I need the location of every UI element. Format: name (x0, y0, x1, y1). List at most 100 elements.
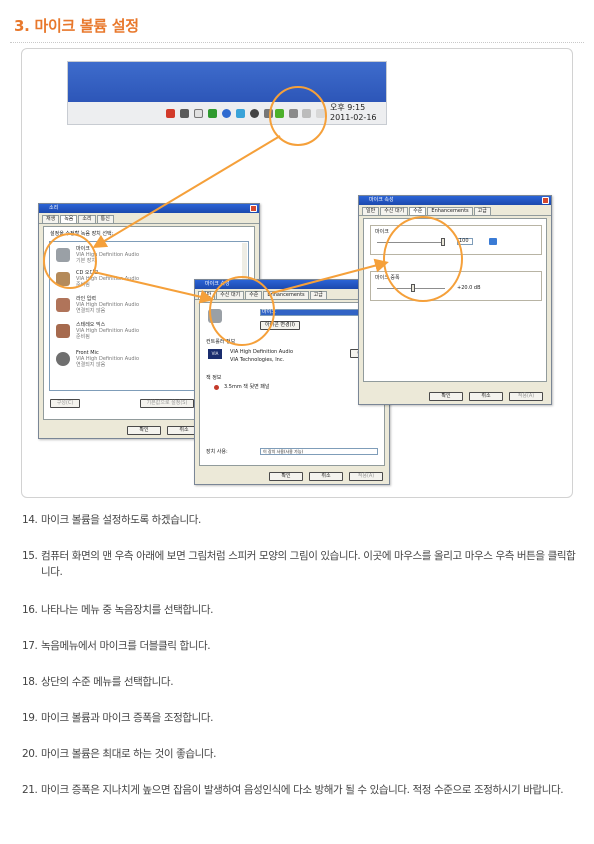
sound-window-tabs: 재생 녹음 소리 통신 (39, 213, 259, 224)
levels-window-tabs: 일반 수신 대기 수준 Enhancements 고급 (359, 205, 551, 216)
screenshot-figure: 오후 9:15 2011-02-16 소리 재생 녹음 소리 통신 설정을 수정… (21, 48, 573, 498)
levels-window: 마이크 속성 일반 수신 대기 수준 Enhancements 고급 마이크 1… (358, 195, 552, 405)
mic-level-thumb[interactable] (441, 238, 445, 246)
step-item: 19.마이크 볼륨과 마이크 증폭을 조정합니다. (22, 710, 578, 746)
step-text: 마이크 볼륨을 설정하도록 하겠습니다. (41, 514, 201, 526)
mic-boost-thumb[interactable] (411, 284, 415, 292)
controller-group-label: 컨트롤러 정보 (206, 339, 236, 345)
device-name[interactable]: 라인 입력 (76, 296, 96, 302)
step-number: 14. (22, 514, 38, 526)
instruction-steps: 14.마이크 볼륨을 설정하도록 하겠습니다. 15.컴퓨터 화면의 맨 우측 … (22, 512, 578, 798)
tray-device-icon[interactable] (264, 109, 273, 118)
taskbar: 오후 9:15 2011-02-16 (67, 61, 387, 125)
tray-media-icon[interactable] (180, 109, 189, 118)
step-item: 15.컴퓨터 화면의 맨 우측 아래에 보면 그림처럼 스피커 모양의 그림이 … (22, 548, 578, 602)
device-status: 연결되지 않음 (76, 362, 106, 368)
cancel-button[interactable]: 취소 (309, 472, 343, 481)
mic-level-label: 마이크 (375, 229, 389, 235)
tab-general[interactable]: 일반 (362, 207, 380, 215)
tray-green-icon[interactable] (208, 109, 217, 118)
taskbar-clock[interactable]: 오후 9:15 2011-02-16 (330, 103, 377, 123)
tray-app-icon[interactable] (275, 109, 284, 118)
device-desc: VIA High Definition Audio (76, 356, 139, 362)
tab-listen[interactable]: 수신 대기 (380, 207, 409, 215)
clock-date: 2011-02-16 (330, 113, 377, 122)
step-item: 16.나타나는 메뉴 중 녹음장치를 선택합니다. (22, 602, 578, 638)
step-item: 14.마이크 볼륨을 설정하도록 하겠습니다. (22, 512, 578, 548)
speaker-icon[interactable] (302, 109, 311, 118)
ok-button[interactable]: 확인 (429, 392, 463, 401)
step-number: 18. (22, 676, 38, 688)
tab-enhancements[interactable]: Enhancements (263, 291, 309, 299)
tray-action-center-icon[interactable] (316, 109, 325, 118)
tab-advanced[interactable]: 고급 (309, 291, 327, 299)
mic-boost-group: 마이크 증폭 +20.0 dB (370, 271, 542, 301)
tray-document-icon[interactable] (194, 109, 203, 118)
controller-name: VIA High Definition Audio (230, 349, 293, 355)
step-number: 17. (22, 640, 38, 652)
sound-window-title: 소리 (49, 205, 59, 211)
mic-boost-value: +20.0 dB (457, 285, 481, 291)
tab-general[interactable]: 일반 (198, 291, 216, 299)
tab-recording[interactable]: 녹음 (60, 215, 78, 223)
step-text: 컴퓨터 화면의 맨 우측 아래에 보면 그림처럼 스피커 모양의 그림이 있습니… (41, 550, 576, 578)
mic-level-track[interactable] (377, 242, 445, 244)
tray-network-icon[interactable] (222, 109, 231, 118)
device-usage-label: 장치 사용: (206, 449, 228, 455)
device-status: 준비됨 (76, 334, 90, 340)
close-icon[interactable] (250, 205, 257, 212)
close-icon[interactable] (542, 197, 549, 204)
microphone-icon (56, 248, 70, 262)
tray-update-icon[interactable] (236, 109, 245, 118)
ok-button[interactable]: 확인 (269, 472, 303, 481)
device-desc: VIA High Definition Audio (76, 302, 139, 308)
controller-vendor: VIA Technologies, Inc. (230, 357, 285, 363)
apply-button[interactable]: 적용(A) (509, 392, 543, 401)
step-text: 녹음메뉴에서 마이크를 더블클릭 합니다. (41, 640, 211, 652)
levels-panel: 마이크 100 마이크 증폭 +20.0 dB (363, 218, 547, 382)
device-desc: VIA High Definition Audio (76, 328, 139, 334)
ok-button[interactable]: 확인 (127, 426, 161, 435)
tray-flag-icon[interactable] (166, 109, 175, 118)
step-number: 20. (22, 748, 38, 760)
speaker-icon[interactable] (489, 238, 497, 245)
levels-window-titlebar: 마이크 속성 (359, 196, 551, 205)
tray-printer-icon[interactable] (289, 109, 298, 118)
set-default-button[interactable]: 기본값으로 설정(S) (140, 399, 194, 408)
jack-group-label: 잭 정보 (206, 375, 222, 381)
page-title: 3. 마이크 볼륨 설정 (14, 17, 139, 35)
tab-sounds[interactable]: 소리 (78, 215, 96, 223)
mic-level-value[interactable]: 100 (457, 238, 473, 245)
microphone-icon (208, 309, 222, 323)
tab-enhancements[interactable]: Enhancements (427, 207, 473, 215)
change-icon-button[interactable]: 아이콘 변경(I) (260, 321, 300, 330)
tab-advanced[interactable]: 고급 (473, 207, 491, 215)
cancel-button[interactable]: 취소 (469, 392, 503, 401)
step-item: 17.녹음메뉴에서 마이크를 더블클릭 합니다. (22, 638, 578, 674)
step-text: 마이크 증폭은 지나치게 높으면 잡음이 발생하여 음성인식에 다소 방해가 될… (41, 784, 564, 796)
step-text: 나타나는 메뉴 중 녹음장치를 선택합니다. (41, 604, 214, 616)
tab-levels[interactable]: 수준 (245, 291, 263, 299)
via-logo-text: VIA (211, 351, 219, 356)
step-number: 19. (22, 712, 38, 724)
mic-level-group: 마이크 100 (370, 225, 542, 255)
device-name[interactable]: 스테레오 믹스 (76, 322, 106, 328)
configure-button[interactable]: 구성(C) (50, 399, 80, 408)
mic-properties-title: 마이크 속성 (205, 281, 230, 287)
tab-levels[interactable]: 수준 (409, 207, 427, 215)
mic-boost-label: 마이크 증폭 (375, 275, 400, 281)
tray-security-icon[interactable] (250, 109, 259, 118)
apply-button[interactable]: 적용(A) (349, 472, 383, 481)
tab-listen[interactable]: 수신 대기 (216, 291, 245, 299)
jack-color-icon (214, 385, 219, 390)
title-divider (10, 42, 584, 43)
headset-icon (56, 352, 70, 366)
jack-info: 3.5mm 잭 뒷면 패널 (224, 384, 270, 390)
device-name[interactable]: Front Mic (76, 350, 99, 356)
step-number: 15. (22, 550, 38, 562)
tab-communications[interactable]: 통신 (96, 215, 114, 223)
step-text: 마이크 볼륨과 마이크 증폭을 조정합니다. (41, 712, 214, 724)
stereo-mix-icon (56, 324, 70, 338)
tab-playback[interactable]: 재생 (42, 215, 60, 223)
device-usage-select[interactable]: 이 장치 사용(사용 가능) (260, 448, 378, 455)
